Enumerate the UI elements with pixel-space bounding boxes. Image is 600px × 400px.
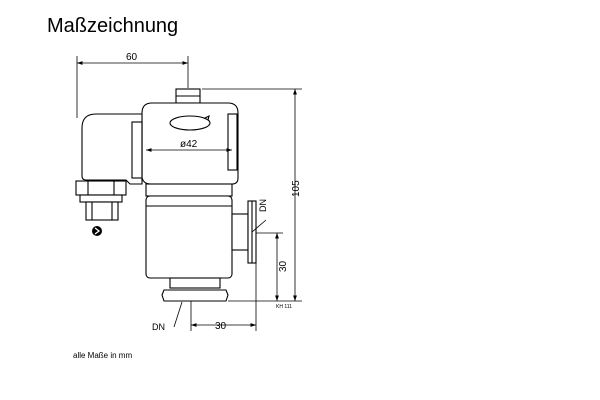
cable-plug bbox=[81, 113, 143, 185]
plug-nut bbox=[75, 180, 127, 196]
height-dimension bbox=[202, 88, 302, 302]
side-flange bbox=[231, 213, 249, 251]
lower-body bbox=[145, 195, 233, 279]
drawing-code: KH 111 bbox=[276, 304, 292, 310]
units-note: alle Maße in mm bbox=[73, 351, 133, 360]
dn-bottom-leader bbox=[173, 301, 183, 328]
label-30-vertical: 30 bbox=[278, 260, 289, 272]
label-diameter: ø42 bbox=[180, 139, 198, 150]
upper-housing bbox=[141, 102, 239, 185]
width-dimension bbox=[76, 56, 189, 118]
valve-body bbox=[75, 88, 257, 302]
bottom-offset-dimension bbox=[190, 263, 257, 331]
label-dn-side: DN bbox=[258, 199, 268, 212]
label-dn-bottom: DN bbox=[152, 322, 165, 332]
dn-side-leader bbox=[251, 219, 267, 233]
label-30-horizontal: 30 bbox=[215, 321, 227, 332]
label-60: 60 bbox=[126, 52, 138, 63]
rotation-arrow bbox=[169, 115, 211, 131]
label-105: 105 bbox=[291, 180, 302, 197]
flange-height-dimension bbox=[256, 232, 283, 301]
bottom-flange bbox=[161, 289, 229, 302]
earth-symbol-icon bbox=[92, 226, 102, 236]
page-title: Maßzeichnung bbox=[47, 15, 179, 37]
